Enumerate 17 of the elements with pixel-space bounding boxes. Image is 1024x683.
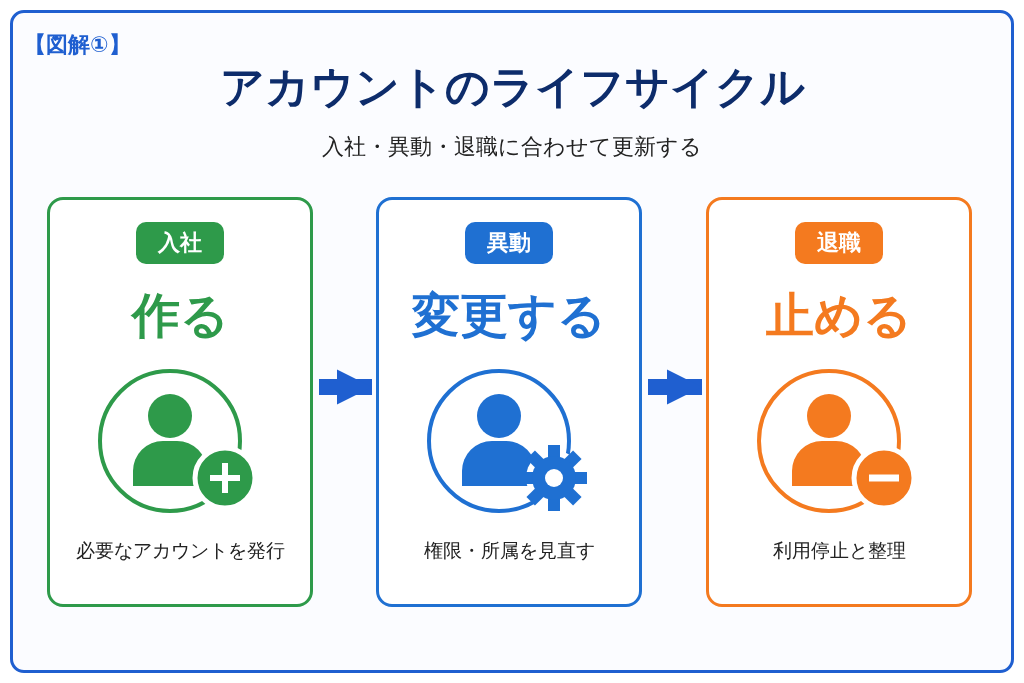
stage-heading: 作る <box>131 286 229 345</box>
stage-heading: 止める <box>766 286 912 345</box>
stage-badge: 退職 <box>795 222 883 264</box>
stage-card <box>376 197 642 607</box>
arrow <box>648 369 702 405</box>
stage-badge: 入社 <box>136 222 224 264</box>
subtitle: 入社・異動・退職に合わせて更新する <box>321 133 703 161</box>
stage-description: 利用停止と整理 <box>772 538 906 563</box>
stage-card <box>706 197 972 607</box>
title: アカウントのライフサイクル <box>218 60 806 114</box>
arrow <box>319 369 372 405</box>
stage-badge: 異動 <box>465 222 553 264</box>
stage-card <box>47 197 313 607</box>
stage-description: 必要なアカウントを発行 <box>75 538 285 563</box>
figure-tag: 【図解①】 <box>24 30 131 60</box>
stage-description: 権限・所属を見直す <box>423 538 595 563</box>
stage-heading: 変更する <box>412 286 606 345</box>
